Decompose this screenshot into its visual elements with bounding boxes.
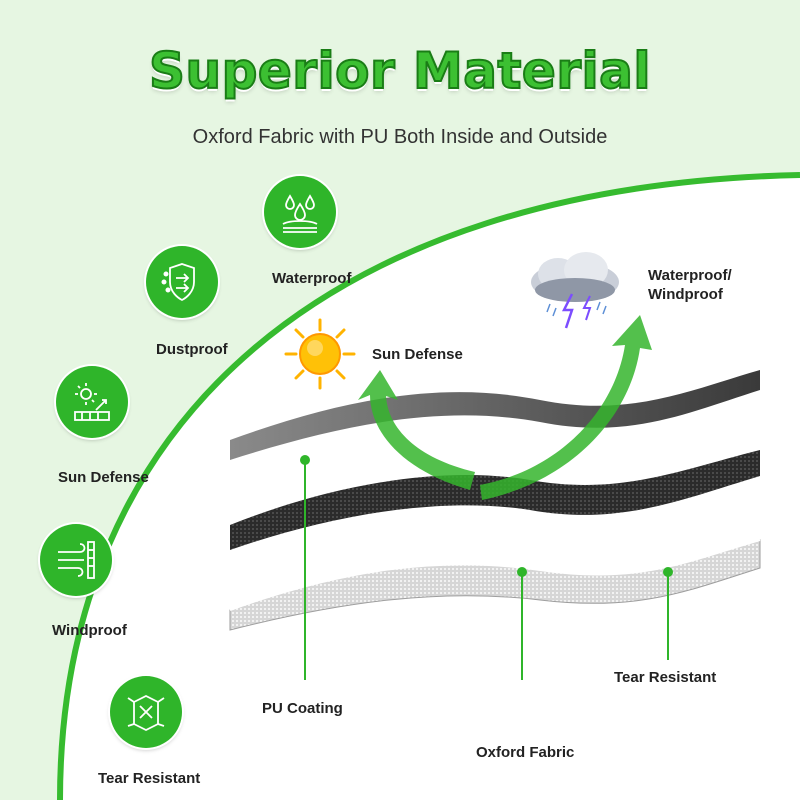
storm-cloud-icon: [531, 252, 619, 329]
page-subtitle: Oxford Fabric with PU Both Inside and Ou…: [192, 126, 608, 148]
diagram-label-sun-defense: Sun Defense: [372, 346, 463, 363]
diagram-label-tear-resistant: Tear Resistant: [614, 669, 717, 686]
dustproof-badge: [146, 246, 218, 318]
diagram-label-oxford-fabric: Oxford Fabric: [476, 744, 575, 761]
fabric-layers-diagram: [229, 315, 761, 680]
dust-shield-icon: [161, 263, 195, 302]
sun-defense-badge: [56, 366, 128, 438]
feature-label-dustproof: Dustproof: [156, 341, 228, 358]
windproof-badge: [40, 524, 112, 596]
feature-label-tear-resistant: Tear Resistant: [98, 770, 201, 787]
layer-middle-shape: [230, 450, 760, 550]
tear-resistant-badge: [110, 676, 182, 748]
feature-label-waterproof: Waterproof: [272, 270, 352, 287]
feature-label-windproof: Windproof: [52, 622, 127, 639]
page-title: Superior Material: [148, 41, 652, 101]
waterproof-badge: [264, 176, 336, 248]
wind-icon: [58, 541, 95, 579]
green-arrow-left: [358, 370, 475, 490]
diagram-label-pu-coating: PU Coating: [262, 700, 343, 717]
feature-label-sun-defense: Sun Defense: [58, 469, 149, 486]
diagram-label-weather-line1: Waterproof/: [648, 267, 732, 284]
sun-icon: [284, 318, 356, 390]
tear-fabric-icon: [127, 694, 165, 732]
layer-top-shape: [230, 370, 760, 460]
diagram-label-weather-line2: Windproof: [648, 286, 723, 303]
water-drops-icon: [282, 194, 318, 233]
sun-rays-icon: [74, 383, 110, 421]
green-arrow-right: [480, 315, 652, 500]
